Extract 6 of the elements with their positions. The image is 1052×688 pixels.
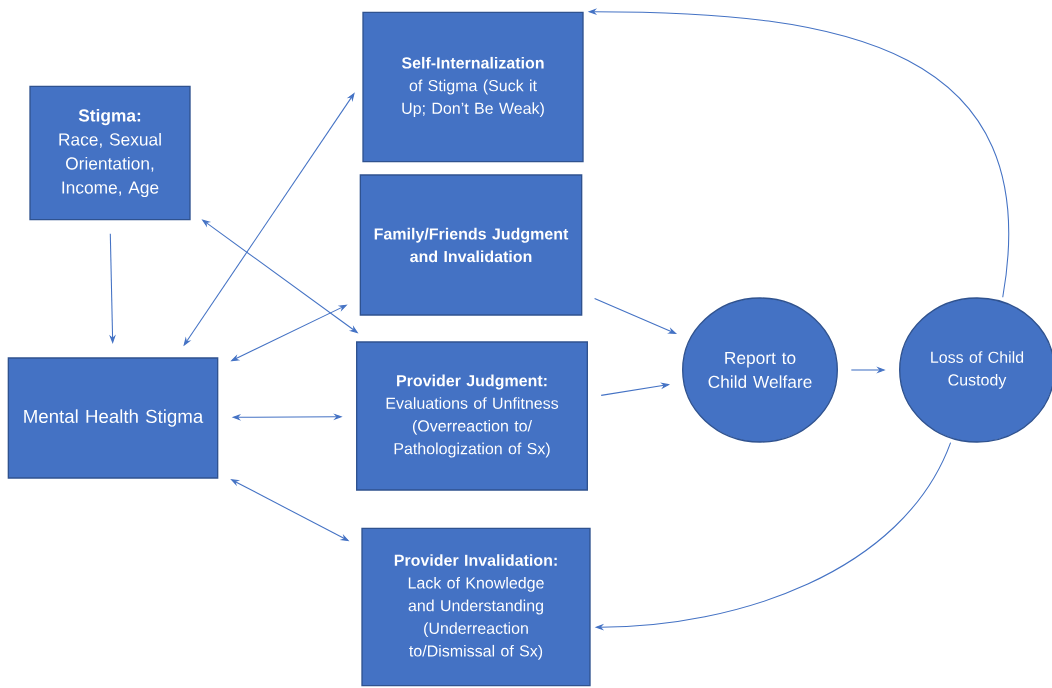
- process-box: Provider Judgment: Evaluations of Unfitness (Overreaction to/ Pathologization of Sx): [356, 341, 588, 491]
- process-box: Mental Health Stigma: [7, 357, 219, 479]
- process-box: Family/Friends Judgment and Invalidation: [359, 174, 583, 316]
- process-box: Self-Internalization of Stigma (Suck it Up; Don’t Be Weak): [362, 11, 584, 163]
- process-box: Stigma: Race, Sexual Orientation, Income, Age: [29, 85, 191, 221]
- process-box: Provider Invalidation: Lack of Knowledge and Understanding (Underreaction to/Dismissal of Sx): [361, 527, 591, 687]
